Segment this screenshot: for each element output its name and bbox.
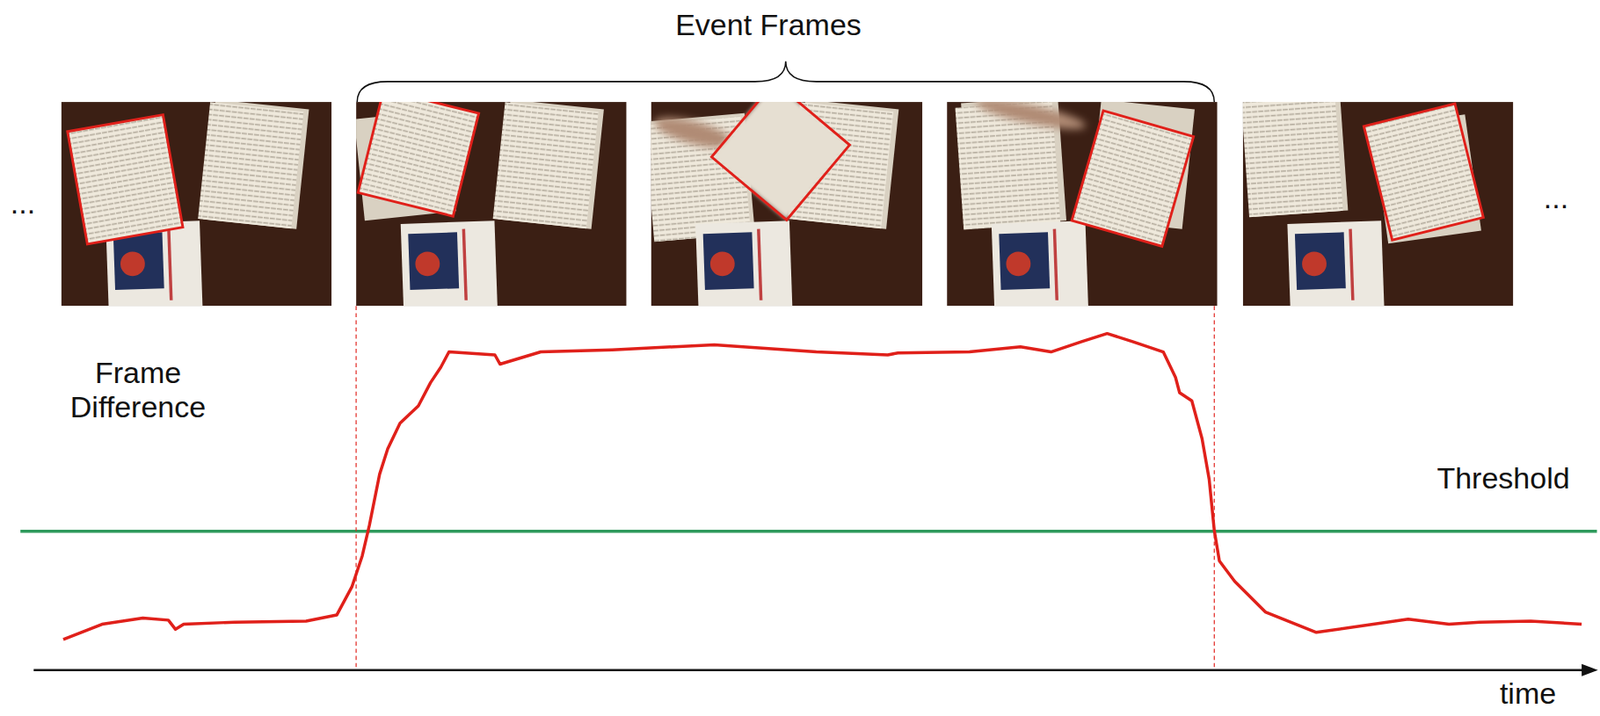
book [991,220,1089,306]
video-frame [946,101,1218,306]
tracked-paper [357,101,479,217]
threshold-line [20,530,1597,533]
tracked-paper [1071,110,1193,247]
tracked-paper [711,101,850,220]
book [695,220,793,306]
brace [356,61,1215,102]
paper-stack [493,101,604,230]
paper-stack [197,101,309,230]
heading-label: Event Frames [675,7,862,43]
axis-arrowhead [1581,664,1599,677]
video-frame [1243,101,1514,306]
video-frame [356,101,627,306]
difference-curve [63,334,1582,640]
time-axis [33,669,1584,672]
book [1287,220,1384,306]
hand [974,101,1088,135]
video-frame [61,101,333,306]
event-boundary [356,305,357,670]
tracked-paper [67,115,183,245]
ellipsis-label: ... [1543,181,1569,216]
threshold-label: Threshold [1436,461,1570,496]
event-boundary [1214,305,1215,670]
paper-stack [1243,101,1349,218]
video-frame [651,101,924,306]
ellipsis-label: ... [10,186,36,221]
axis-label: Frame Difference [50,356,226,425]
tracked-paper [1363,103,1484,240]
book [400,220,498,306]
axis-label: time [1499,676,1557,712]
